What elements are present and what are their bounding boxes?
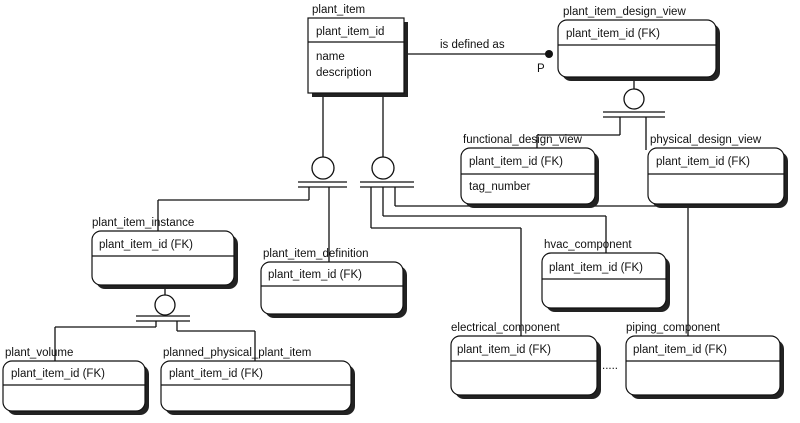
- entity-key: plant_item_id (FK): [457, 344, 551, 356]
- entity-key: plant_item_id (FK): [549, 262, 643, 274]
- entity-key: plant_item_id (FK): [656, 156, 750, 168]
- entity-piping-component[interactable]: piping_component plant_item_id (FK): [625, 322, 784, 399]
- entity-key: plant_item_id (FK): [633, 344, 727, 356]
- entity-key: plant_item_id: [316, 26, 384, 38]
- entity-name: plant_item: [312, 4, 365, 16]
- subtype-symbols: [154, 88, 645, 316]
- entity-attribute: tag_number: [469, 181, 531, 193]
- entity-name: plant_item_definition: [263, 248, 369, 260]
- entity-key: plant_item_id (FK): [11, 368, 105, 380]
- entity-physical-design-view[interactable]: physical_design_view plant_item_id (FK): [647, 134, 788, 208]
- entity-plant-volume[interactable]: plant_volume plant_item_id (FK): [2, 347, 149, 415]
- entity-name: plant_item_instance: [92, 217, 194, 229]
- entity-name: plant_volume: [5, 347, 73, 359]
- subtype-circle: [623, 88, 645, 110]
- entity-name: piping_component: [626, 322, 721, 334]
- entity-key: plant_item_id (FK): [469, 156, 563, 168]
- entity-key: plant_item_id (FK): [99, 239, 193, 251]
- connectors: [54, 50, 689, 361]
- subtype-circle: [311, 156, 335, 180]
- entity-key: plant_item_id (FK): [566, 28, 660, 40]
- entity-name: planned_physical_plant_item: [163, 347, 311, 359]
- entity-name: plant_item_design_view: [563, 6, 686, 18]
- entity-plant-item-definition[interactable]: plant_item_definition plant_item_id (FK): [260, 248, 407, 318]
- entity-hvac-component[interactable]: hvac_component plant_item_id (FK): [541, 239, 670, 312]
- relationship-cardinality: P: [537, 63, 545, 75]
- relationship-dot: [545, 50, 553, 58]
- entity-attribute: name: [316, 51, 345, 63]
- ellipsis-label: .....: [602, 360, 618, 372]
- entity-key: plant_item_id (FK): [169, 368, 263, 380]
- entity-plant-item[interactable]: plant_item plant_item_id name descriptio…: [307, 4, 408, 97]
- subtype-circle: [154, 294, 176, 316]
- entity-name: physical_design_view: [650, 134, 762, 146]
- subtype-circle: [371, 156, 395, 180]
- entity-plant-item-design-view[interactable]: plant_item_design_view plant_item_id (FK…: [557, 6, 720, 81]
- entity-planned-physical-plant-item[interactable]: planned_physical_plant_item plant_item_i…: [160, 347, 355, 415]
- entity-name: functional_design_view: [463, 134, 583, 146]
- entity-key: plant_item_id (FK): [268, 269, 362, 281]
- entity-attribute: description: [316, 67, 372, 79]
- entity-plant-item-instance[interactable]: plant_item_instance plant_item_id (FK): [91, 217, 238, 289]
- relationship-label: is defined as: [440, 39, 505, 51]
- entity-electrical-component[interactable]: electrical_component plant_item_id (FK): [450, 322, 601, 399]
- entity-name: hvac_component: [544, 239, 632, 251]
- entity-functional-design-view[interactable]: functional_design_view plant_item_id (FK…: [460, 134, 599, 208]
- entity-name: electrical_component: [451, 322, 560, 334]
